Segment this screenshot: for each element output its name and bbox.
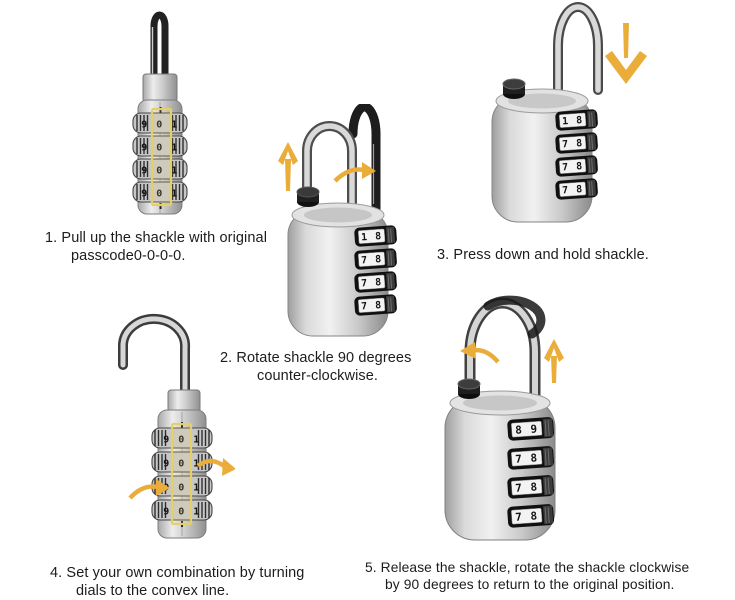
step1-caption: 1. Pull up the shackle with original pas… [45, 229, 267, 265]
padlock-step5: 8 9 7 8 7 8 7 8 [444, 295, 564, 541]
svg-text:7 8: 7 8 [361, 254, 383, 266]
padlock-step2: 1 8 7 8 7 8 7 8 [278, 104, 397, 337]
dial-row: 8 9 [507, 417, 555, 441]
dial-row: 7 8 [507, 446, 555, 470]
svg-text:7 8: 7 8 [562, 161, 584, 173]
step3-caption: 3. Press down and hold shackle. [437, 246, 649, 264]
caption-line: counter-clockwise. [257, 368, 379, 384]
rotated-shackle [348, 104, 381, 217]
open-shackle [118, 313, 191, 401]
svg-text:9 0 1: 9 0 1 [163, 459, 201, 470]
svg-text:9 0 1: 9 0 1 [163, 483, 201, 494]
shackle [150, 11, 169, 86]
caption-line: by 90 degrees to return to the original … [385, 577, 675, 592]
svg-text:9 0 1: 9 0 1 [163, 507, 201, 518]
dial-row: 1 8 [354, 225, 397, 247]
up-arrow-icon [544, 339, 564, 383]
svg-text:9 0 1: 9 0 1 [163, 435, 201, 446]
dial-row: 7 8 [555, 155, 598, 177]
dial-row: 7 8 [354, 294, 397, 316]
up-arrow-icon [278, 142, 298, 191]
caption-line: passcode0-0-0-0. [71, 248, 186, 264]
caption-line: 4. Set your own combination by turning [50, 565, 305, 581]
caption-line: dials to the convex line. [76, 583, 230, 599]
step2-caption: 2. Rotate shackle 90 degrees counter-clo… [220, 349, 411, 385]
dial-row: 9 0 1 [132, 158, 188, 180]
caption-line: 1. Pull up the shackle with original [45, 230, 268, 246]
padlock-step3: 1 8 7 8 7 8 7 8 [491, 2, 647, 223]
shackle-post [457, 378, 481, 399]
step4-caption: 4. Set your own combination by turning d… [50, 564, 304, 600]
svg-text:7 8: 7 8 [515, 451, 539, 466]
dial-row: 9 0 1 [151, 427, 213, 449]
dial-row: 7 8 [354, 271, 397, 293]
step5-caption: 5. Release the shackle, rotate the shack… [365, 559, 689, 593]
dial-row: 7 8 [507, 475, 555, 499]
svg-text:8 9: 8 9 [515, 422, 539, 437]
svg-text:7 8: 7 8 [562, 138, 584, 150]
dial-row: 7 8 [507, 504, 555, 528]
dial-row: 9 0 1 [151, 451, 213, 473]
shackle-post [502, 78, 526, 99]
dial-row: 1 8 [555, 109, 598, 131]
lock-head [142, 73, 178, 103]
svg-text:7 8: 7 8 [515, 480, 539, 495]
convex-line-highlight-box [170, 422, 193, 526]
svg-text:9 0 1: 9 0 1 [141, 166, 179, 177]
dial-row: 9 0 1 [132, 135, 188, 157]
turn-dial-arrow-left-icon [128, 479, 170, 500]
svg-text:7 8: 7 8 [361, 300, 383, 312]
svg-text:9 0 1: 9 0 1 [141, 120, 179, 131]
svg-text:7 8: 7 8 [361, 277, 383, 289]
dial-row: 7 8 [555, 178, 598, 200]
padlock-step1: 9 0 1 9 0 1 9 0 1 9 0 1 [132, 11, 188, 215]
dial-row: 7 8 [555, 132, 598, 154]
rotate-cw-arrow-icon [460, 342, 500, 364]
passcode-highlight-box [150, 107, 173, 207]
svg-text:1 8: 1 8 [562, 115, 584, 127]
dial-row: 9 0 1 [132, 112, 188, 134]
turn-dial-arrow-right-icon [196, 458, 235, 476]
rotate-ccw-arrow-icon [333, 162, 376, 183]
down-arrow-icon [605, 23, 647, 84]
svg-text:1 8: 1 8 [361, 231, 383, 243]
svg-text:7 8: 7 8 [562, 184, 584, 196]
svg-text:9 0 1: 9 0 1 [141, 189, 179, 200]
shackle-post [296, 186, 320, 207]
svg-text:7 8: 7 8 [515, 509, 539, 524]
caption-line: 2. Rotate shackle 90 degrees [220, 350, 412, 366]
dial-row: 9 0 1 [132, 181, 188, 203]
dial-row: 7 8 [354, 248, 397, 270]
shackle-shading [483, 295, 546, 339]
dial-row: 9 0 1 [151, 499, 213, 521]
caption-line: 5. Release the shackle, rotate the shack… [365, 560, 690, 575]
padlock-step4: 9 0 1 9 0 1 9 0 1 9 0 1 [118, 313, 235, 539]
svg-text:9 0 1: 9 0 1 [141, 143, 179, 154]
caption-line: 3. Press down and hold shackle. [437, 247, 649, 263]
